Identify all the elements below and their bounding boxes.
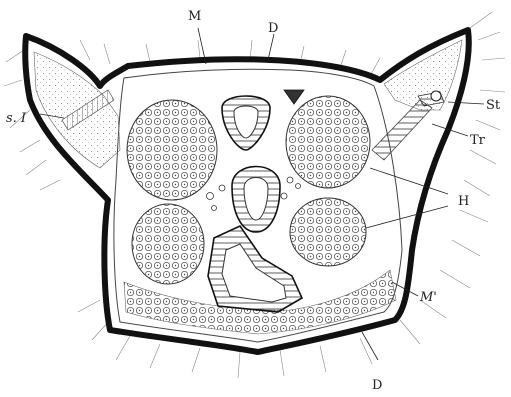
label-M-prime: M' [419, 290, 437, 305]
label-St: St [486, 98, 501, 113]
cell-mass-upper-left [127, 100, 217, 200]
label-D-top: D [268, 21, 278, 36]
cell-mass-lower-right [290, 198, 366, 266]
label-D-bottom: D [372, 378, 382, 393]
cell-mass-lower-left [132, 204, 204, 284]
label-Tr: Tr [470, 133, 486, 148]
label-M: M [188, 9, 201, 24]
label-sI: s. I [6, 111, 27, 126]
cell-mass-upper-right [286, 96, 370, 188]
label-H: H [458, 194, 469, 209]
